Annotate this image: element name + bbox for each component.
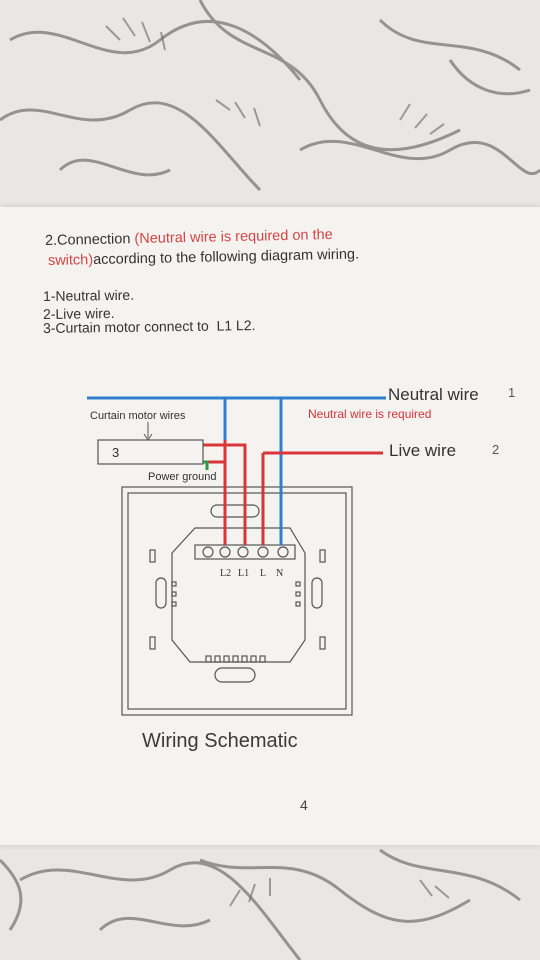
curtain-motor-box: [97, 439, 204, 465]
live-wire-label: Live wire: [389, 441, 456, 460]
heading-prefix: 2.Connection: [44, 231, 135, 249]
terminal-label-l: L: [260, 568, 266, 579]
power-ground-label: Power ground: [148, 471, 217, 483]
neutral-wire-number: 1: [508, 385, 515, 400]
switch-module: [171, 527, 306, 663]
heading-note-cont: switch): [47, 252, 94, 269]
neutral-required-note: Neutral wire is required: [308, 407, 431, 421]
terminal-screw: [277, 546, 289, 558]
terminal-label-n: N: [276, 568, 283, 579]
motor-to-l1: [203, 443, 247, 545]
terminal-screw: [237, 546, 249, 558]
curtain-motor-label: Curtain motor wires: [90, 410, 186, 422]
terminal-screw: [219, 546, 231, 558]
wiring-schematic-title: Wiring Schematic: [142, 730, 298, 752]
terminal-label-l2: L2: [220, 568, 231, 579]
switch-inner-plate: [127, 492, 347, 710]
curtain-arrow-head: [143, 433, 153, 441]
terminal-screw: [202, 546, 214, 558]
neutral-wire-label: Neutral wire: [388, 385, 479, 404]
switch-faceplate: [121, 486, 353, 716]
terminal-label-l1: L1: [238, 568, 249, 579]
item-curtain-terminals: L1 L2.: [216, 317, 256, 334]
manual-page: [0, 207, 540, 845]
item-curtain: 3-Curtain motor connect to L1 L2.: [43, 317, 256, 336]
page-number: 4: [300, 797, 308, 813]
motor-box-label: 3: [112, 445, 119, 460]
terminal-screw: [257, 546, 269, 558]
item-curtain-text: 3-Curtain motor connect to: [42, 317, 209, 336]
live-wire-number: 2: [492, 442, 499, 457]
item-neutral: 1-Neutral wire.: [42, 286, 135, 304]
wiring-diagram: L2 L1 L N 3 Curtain motor wires Power gr…: [87, 385, 515, 716]
